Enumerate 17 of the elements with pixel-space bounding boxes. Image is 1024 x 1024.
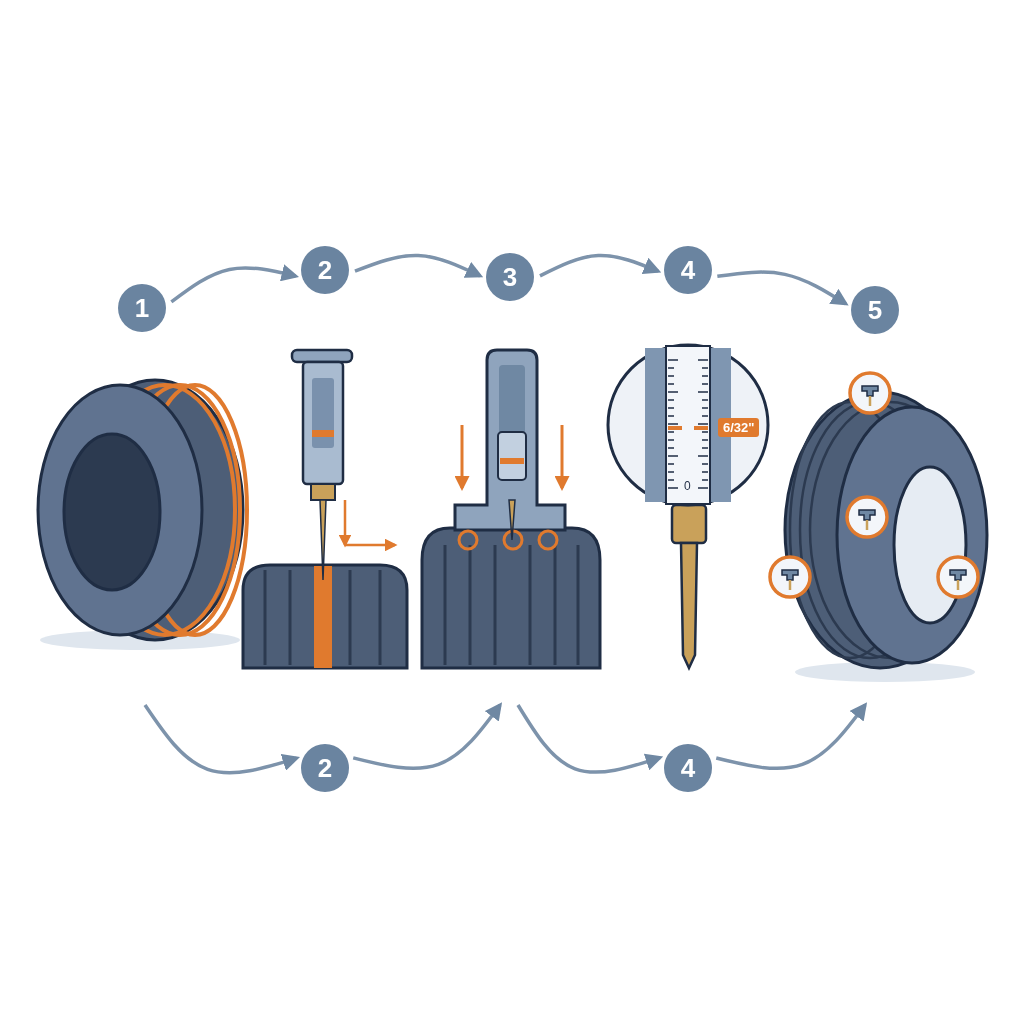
arrow [354, 253, 484, 278]
step-marker: 5 [851, 286, 899, 334]
arrow [516, 704, 664, 774]
step-marker: 2 [301, 744, 349, 792]
arrow [352, 702, 503, 770]
arrow [717, 270, 849, 306]
arrow [143, 704, 300, 775]
step-marker: 4 [664, 246, 712, 294]
step-marker: 3 [486, 253, 534, 301]
step-marker: 4 [664, 744, 712, 792]
arrow [170, 264, 300, 304]
arrow [539, 253, 662, 278]
step-marker: 1 [118, 284, 166, 332]
scale-label: 0 [683, 479, 692, 493]
arrow [715, 702, 868, 771]
measurement-label: 6/32" [718, 418, 760, 437]
step-marker: 2 [301, 246, 349, 294]
